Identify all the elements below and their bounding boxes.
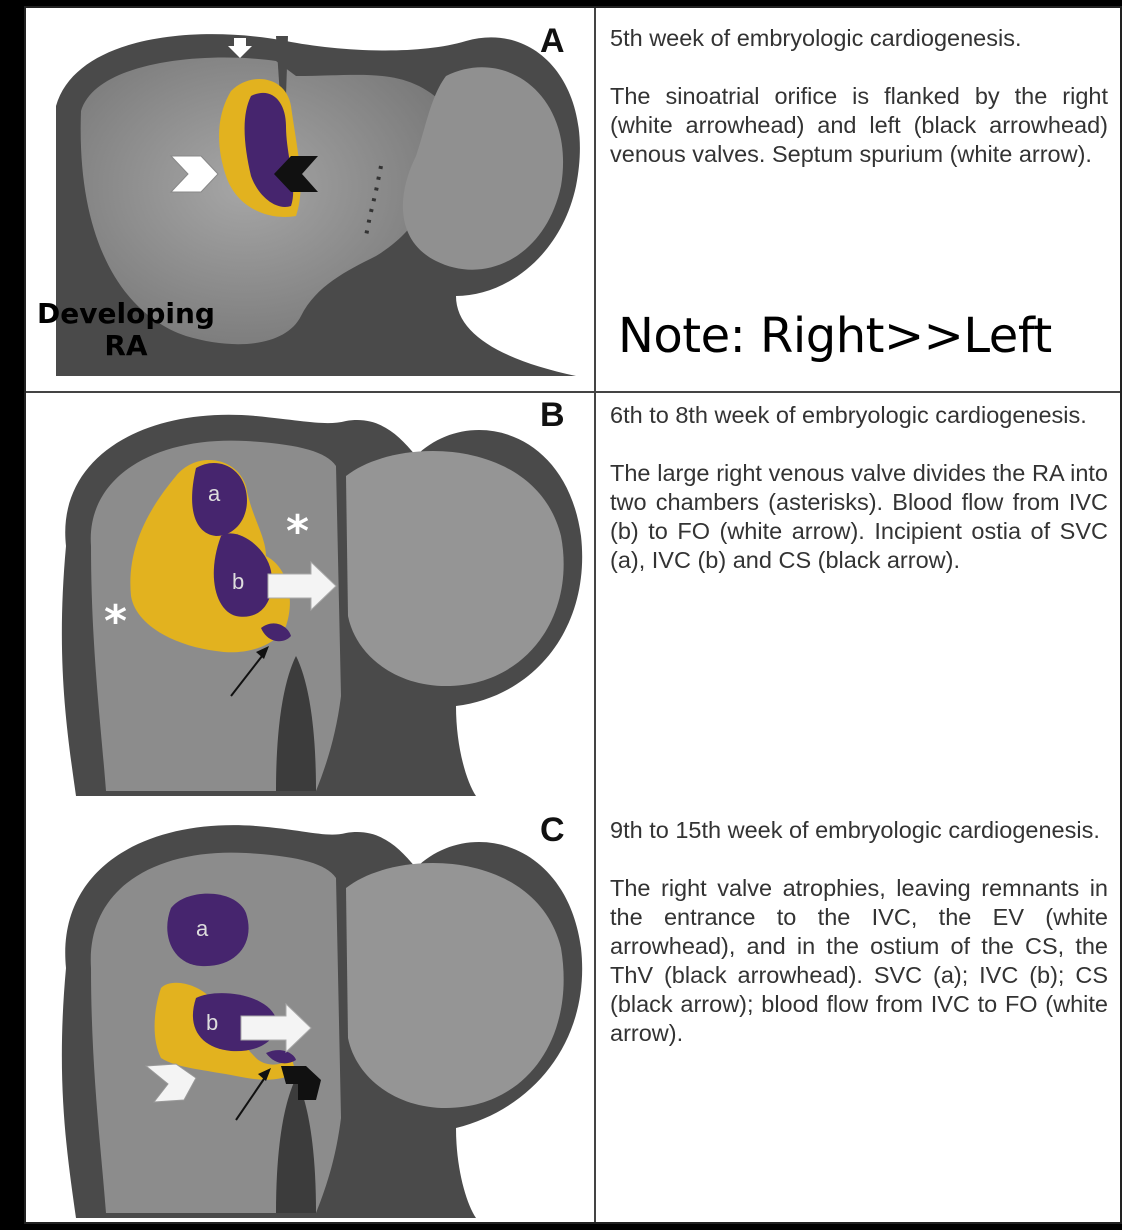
figure-frame: A Developing RA 5th week of embryologic … <box>24 6 1122 1224</box>
panel-c-body: The right valve atrophies, leaving remna… <box>610 874 1108 1048</box>
panel-b-letter: B <box>540 398 565 432</box>
developing-ra-label: Developing RA <box>26 298 226 362</box>
asterisk-icon: * <box>286 506 309 557</box>
developing-label-line1: Developing <box>26 298 226 330</box>
panel-c-illustration: a b <box>36 808 592 1220</box>
panel-b-body: The large right venous valve divides the… <box>610 459 1108 575</box>
asterisk-icon: * <box>104 596 127 647</box>
left-atrium-chamber <box>346 863 564 1108</box>
divider-vertical <box>594 8 596 1222</box>
panel-c-letter: C <box>540 813 565 847</box>
panel-a-description: 5th week of embryologic cardiogenesis. T… <box>610 24 1108 198</box>
panel-a-heading: 5th week of embryologic cardiogenesis. <box>610 24 1108 53</box>
panel-b-illustration: a b * * <box>36 396 592 804</box>
ivc-label: b <box>232 569 244 594</box>
panel-b-description: 6th to 8th week of embryologic cardiogen… <box>610 401 1108 604</box>
svc-label: a <box>208 481 221 506</box>
note-text: Note: Right>>Left <box>618 308 1052 364</box>
ivc-label: b <box>206 1010 218 1035</box>
svc-label: a <box>196 916 209 941</box>
panel-c-description: 9th to 15th week of embryologic cardioge… <box>610 816 1108 1077</box>
developing-label-line2: RA <box>26 330 226 362</box>
divider-horizontal <box>26 391 1120 393</box>
panel-b-heading: 6th to 8th week of embryologic cardiogen… <box>610 401 1108 430</box>
panel-c-heading: 9th to 15th week of embryologic cardioge… <box>610 816 1108 845</box>
panel-a-letter: A <box>540 24 565 58</box>
panel-a-body: The sinoatrial orifice is flanked by the… <box>610 82 1108 169</box>
